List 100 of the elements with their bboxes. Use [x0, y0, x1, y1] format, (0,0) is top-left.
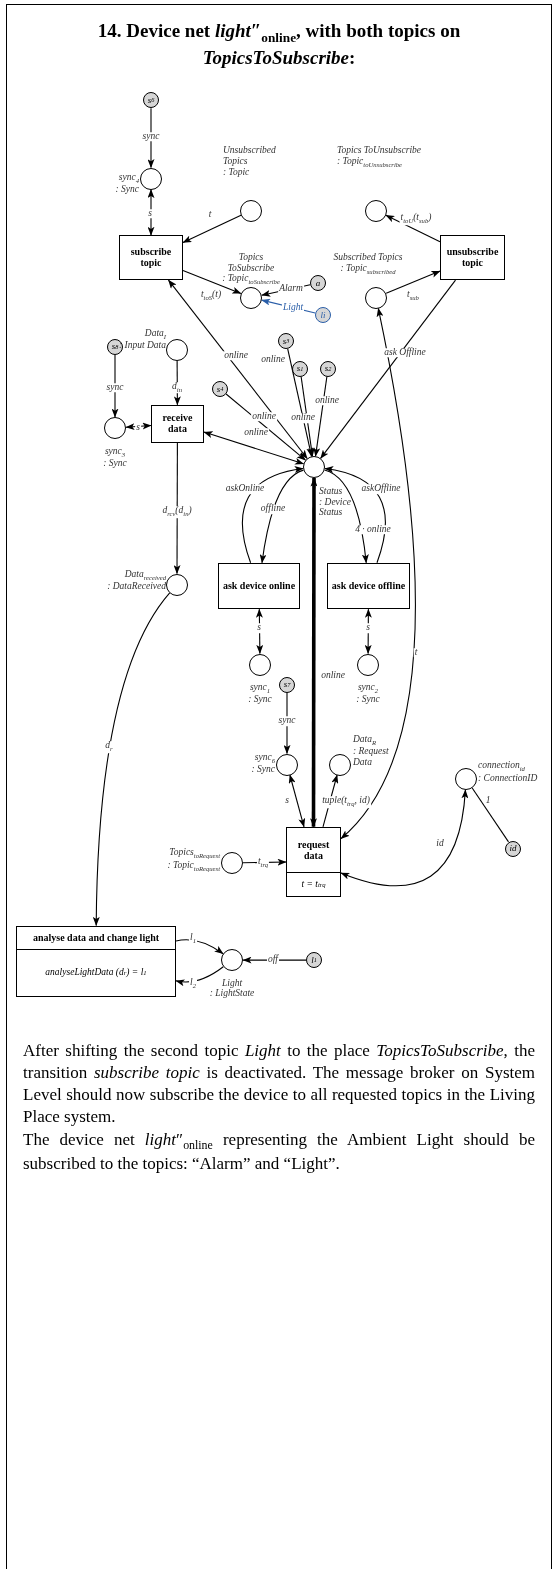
place-circle — [221, 949, 243, 972]
arrow — [287, 348, 314, 458]
arrow — [385, 270, 441, 294]
arrow — [111, 354, 119, 418]
arc-label: Light — [281, 303, 305, 313]
transition-box — [286, 826, 341, 897]
transition-box — [151, 404, 204, 443]
arrow — [340, 307, 416, 840]
place-label: Data$_{received}$ : DataReceived — [106, 568, 166, 592]
place-circle — [104, 417, 126, 440]
place-label: Topics ToSubscribe : Topic$_{toSubscribe}$ — [221, 251, 280, 286]
arc-label: ask Offline — [383, 348, 427, 358]
place-label: sync$_{1}$ : Sync — [247, 681, 273, 705]
place-circle — [357, 653, 379, 676]
token: id — [505, 840, 521, 857]
arc-label: Alarm — [278, 284, 304, 294]
arc-label: off — [267, 955, 279, 966]
place-circle — [221, 852, 243, 875]
arc-label: offline — [259, 504, 287, 515]
arc-label: 1 — [484, 796, 492, 806]
arc-label: l$_{1}$ — [189, 932, 197, 945]
place-label: Status : Device Status — [319, 486, 352, 519]
transition-name: analyse data and change light — [31, 931, 161, 946]
arc-label: online — [314, 395, 340, 406]
arrow — [92, 592, 171, 927]
arc-label: 4 · online — [354, 524, 392, 535]
transition-box — [440, 235, 505, 281]
arc-label: online — [290, 413, 316, 423]
place-circle — [140, 167, 162, 190]
place-circle — [166, 338, 188, 361]
arrow — [255, 608, 264, 655]
transition-box — [327, 563, 410, 610]
arrow — [320, 279, 457, 460]
place-label: Subscribed Topics : Topic$_{subscribed}$ — [333, 251, 403, 275]
arrow — [147, 107, 155, 169]
arc-label: online — [320, 671, 346, 681]
transition-box — [218, 563, 300, 610]
arc-label: sync — [141, 131, 161, 142]
arc-label: online — [260, 355, 286, 365]
arc-label: t$_{sub}$ — [406, 290, 420, 302]
arc-label: s — [284, 796, 290, 806]
arc-label: t — [413, 648, 419, 658]
arrow — [175, 939, 224, 955]
place-label: Topics ToUnsubscribe : Topic$_{toUnsubscribe}$ — [337, 145, 423, 169]
place-label: Light : LightState — [208, 977, 256, 999]
arc-label: t$_{toU}$(t$_{sub}$) — [399, 213, 433, 226]
arrow — [283, 692, 291, 755]
transition-name: request data — [296, 837, 331, 864]
arrow — [288, 774, 306, 828]
arc-label: l$_{2}$ — [189, 977, 197, 990]
arc-label: online — [223, 350, 249, 361]
place-circle — [166, 573, 188, 596]
arc-label: s — [365, 623, 371, 633]
transition-name: ask device online — [221, 578, 297, 593]
place-circle — [249, 653, 271, 676]
arrow — [340, 789, 469, 887]
arc-label: online — [243, 427, 269, 438]
arrow — [173, 442, 181, 575]
place-circle — [240, 199, 262, 222]
place-label: sync$_{6}$ : Sync — [250, 751, 275, 775]
arrow — [364, 608, 372, 655]
place-circle — [240, 286, 262, 309]
title: 14. Device net light″$_{online}$, with both topics on TopicsToSubscribe: — [96, 19, 462, 71]
place-circle — [365, 286, 387, 309]
place-circle — [455, 768, 477, 791]
arrow — [385, 214, 441, 243]
place-circle — [303, 456, 325, 479]
arc-label: t$_{trq}$ — [256, 857, 270, 869]
arc-label: s — [256, 623, 262, 633]
arrow — [310, 477, 318, 828]
arrow — [242, 956, 307, 964]
place-circle — [276, 753, 298, 776]
place-label: Topics$_{toRequest}$ : Topic$_{toRequest}$ — [166, 847, 220, 872]
transition-name: receive data — [161, 410, 194, 437]
transition-box — [16, 925, 176, 997]
arc-label: tuple(t$_{trq}$, id) — [321, 796, 371, 808]
arrow — [313, 376, 328, 457]
arc-label: askOffline — [360, 484, 402, 494]
token: a — [310, 275, 326, 292]
arc-label: s — [147, 208, 153, 219]
place-circle — [329, 753, 351, 776]
arrow — [182, 214, 242, 244]
arc-label: sync — [105, 382, 125, 393]
connector-line — [471, 787, 510, 843]
arrow — [324, 469, 369, 564]
place-label: sync$_{2}$ : Sync — [355, 681, 381, 705]
arrow — [175, 966, 224, 987]
arrow — [182, 270, 242, 295]
arc-label: d$_{in}$ — [171, 381, 183, 394]
arrow — [259, 469, 304, 564]
note-text: The device net light″$_{online}$ representing the Ambient Light should be subscribed to the topics: “Alarm” and “Light”. — [23, 1128, 535, 1176]
arrow — [242, 858, 287, 866]
arc-label: d$_{r}$ — [104, 741, 114, 753]
caption: After shifting the second topic Light to the place TopicsToSubscribe, the transition subscribe topic is deactivated. The message broker on System Level should now subscribe the device to all requested topics in the Living Place system. — [23, 1040, 535, 1129]
arc-label: t — [207, 210, 213, 220]
place-label: Unsubscribed Topics : Topic — [223, 145, 277, 178]
arrow — [167, 279, 308, 460]
arrow — [173, 360, 181, 406]
place-label: sync$_{4}$ : Sync — [114, 171, 139, 195]
arrow — [203, 431, 305, 465]
